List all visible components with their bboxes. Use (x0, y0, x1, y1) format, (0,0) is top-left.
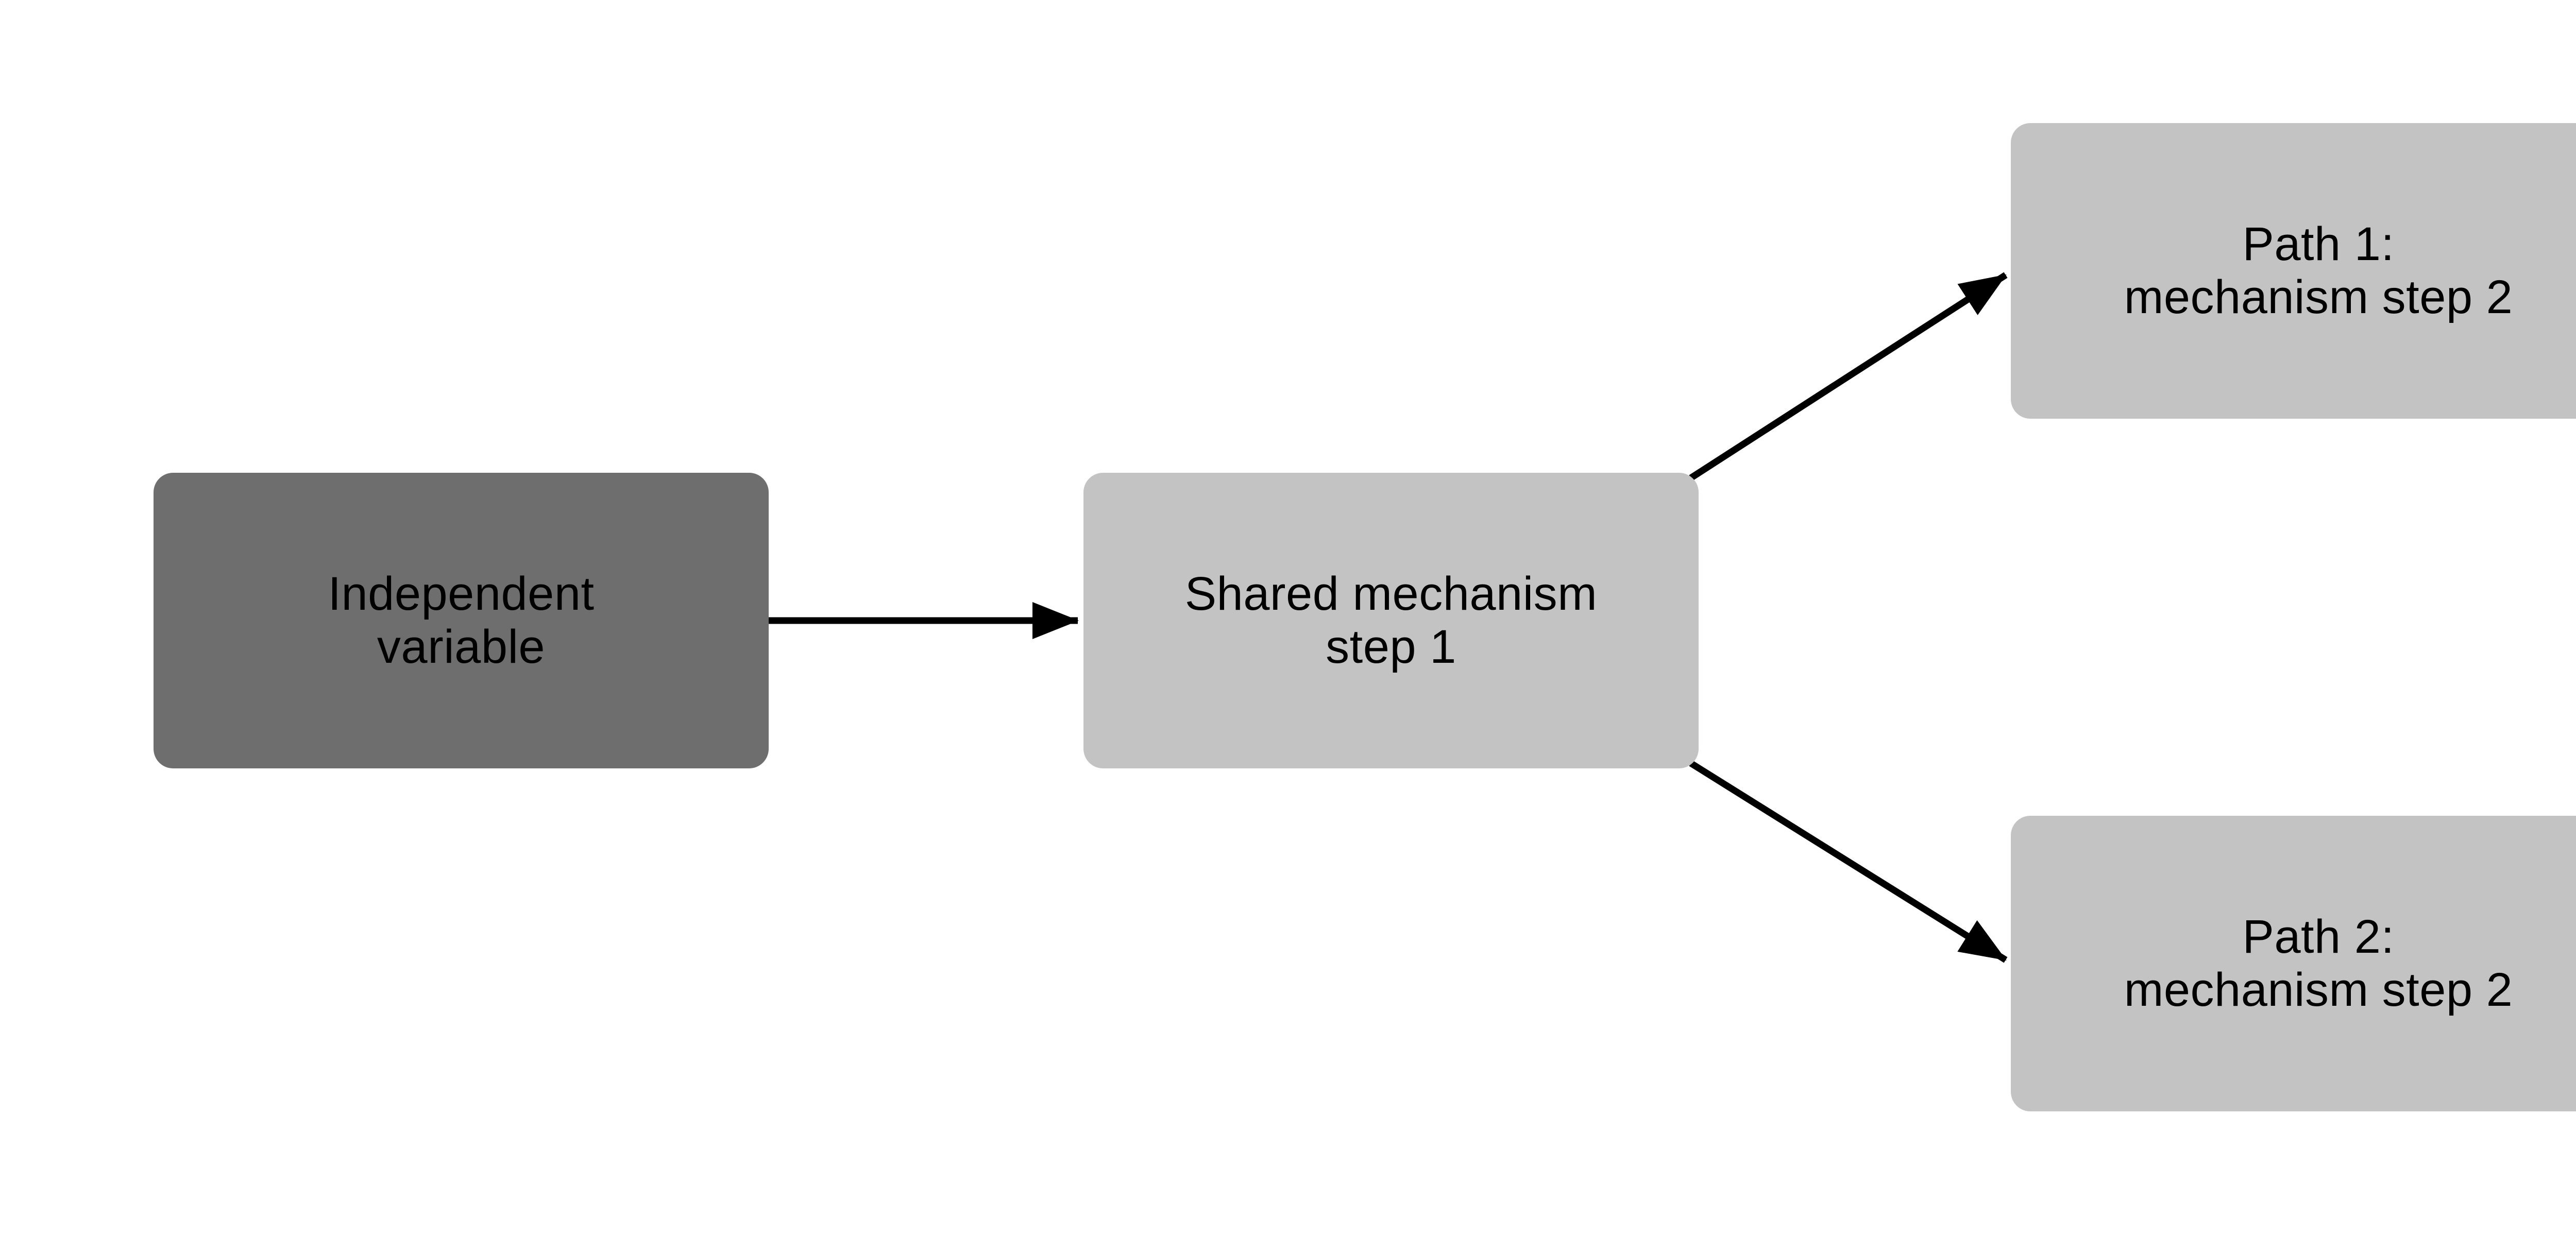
node-independent-variable: Independent variable (154, 473, 769, 768)
node-path-1-mechanism-step-2: Path 1: mechanism step 2 (2011, 123, 2576, 419)
edge-shared-to-path2 (1689, 760, 2008, 963)
node-label-path-2-mechanism-step-2: Path 2: mechanism step 2 (2124, 910, 2513, 1016)
node-label-path-1-mechanism-step-2: Path 1: mechanism step 2 (2124, 217, 2513, 323)
edge-shared-to-path1 (1689, 272, 2008, 481)
node-label-independent-variable: Independent variable (328, 567, 595, 673)
node-label-shared-mechanism-step-1: Shared mechanism step 1 (1184, 567, 1598, 673)
node-path-2-mechanism-step-2: Path 2: mechanism step 2 (2011, 816, 2576, 1111)
node-shared-mechanism-step-1: Shared mechanism step 1 (1083, 473, 1699, 768)
